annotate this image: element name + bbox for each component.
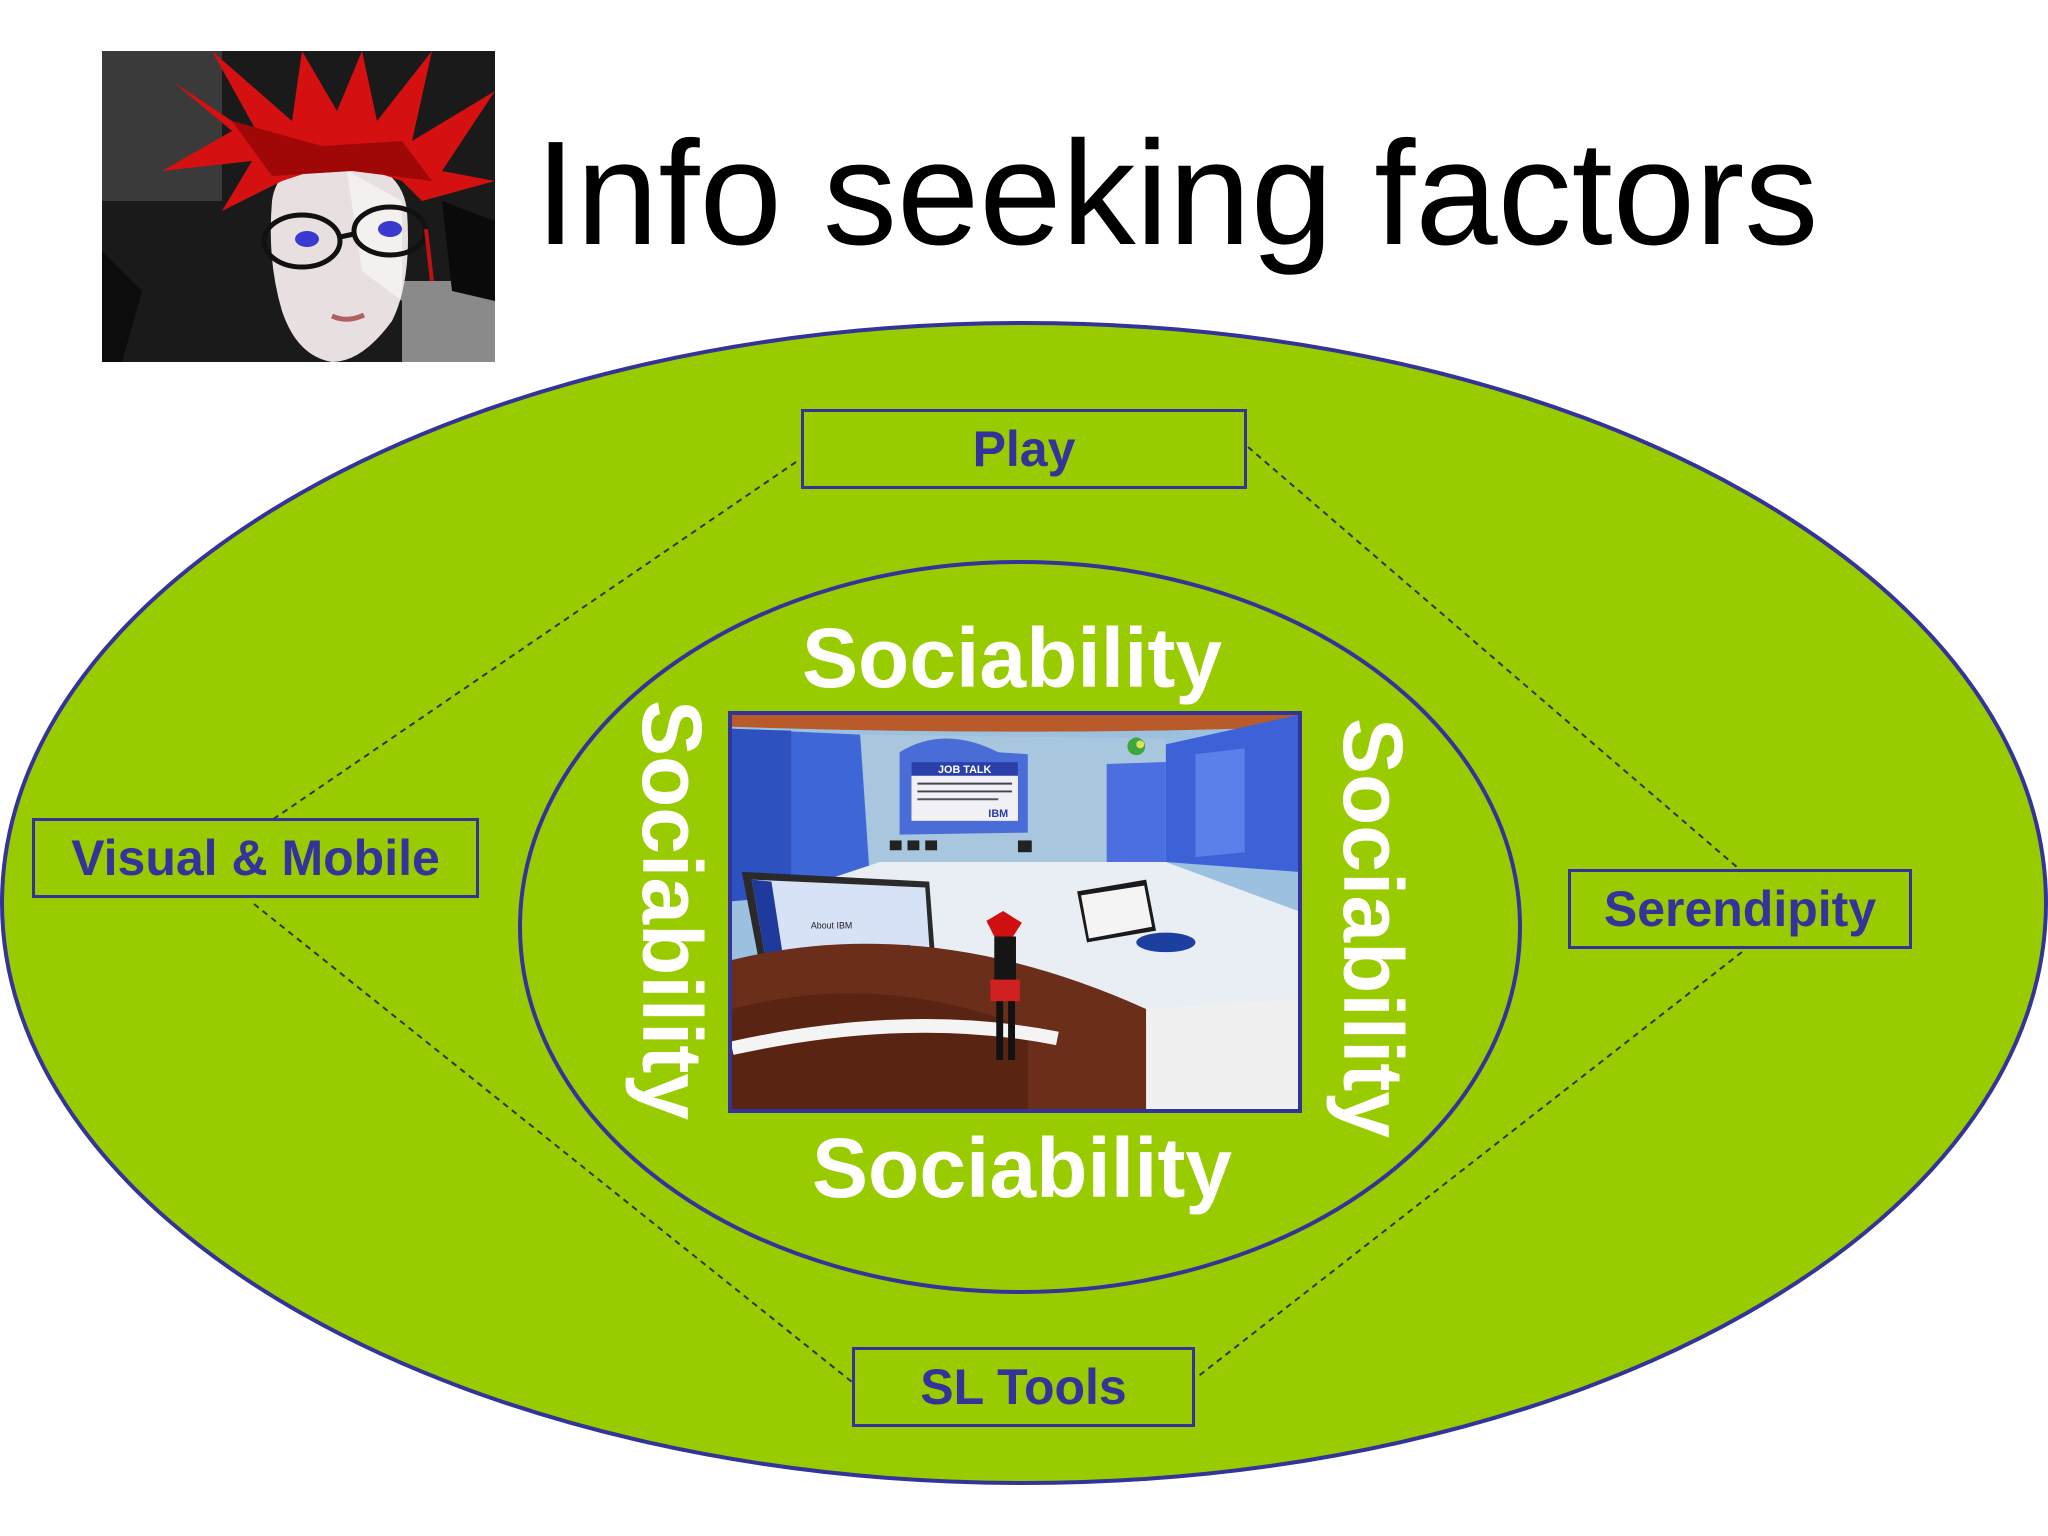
sociability-right: Sociability — [1326, 717, 1420, 1139]
factor-sl-tools-label: SL Tools — [920, 1359, 1127, 1415]
sociability-bottom: Sociability — [812, 1121, 1233, 1215]
factor-visual-mobile-label: Visual & Mobile — [71, 830, 440, 886]
virtual-world-scene-icon: JOB TALK IBM About IBM — [728, 711, 1302, 1113]
factor-play-box: Play — [801, 409, 1247, 489]
factor-visual-mobile-box: Visual & Mobile — [32, 818, 479, 898]
sociability-left: Sociability — [625, 699, 719, 1121]
factor-serendipity-label: Serendipity — [1603, 881, 1877, 937]
factor-sl-tools-box: SL Tools — [852, 1347, 1195, 1427]
avatar-portrait-icon — [102, 51, 495, 362]
about-ibm-panel: About IBM — [811, 921, 852, 931]
diamond-connectors — [253, 446, 1743, 1383]
connector-serendipity-tools — [1195, 951, 1743, 1379]
ibm-board-logo: IBM — [988, 808, 1008, 820]
factor-play-label: Play — [972, 421, 1076, 477]
connector-play-visual — [271, 461, 797, 821]
factor-serendipity-box: Serendipity — [1568, 869, 1912, 949]
job-talk-sign: JOB TALK — [938, 764, 992, 776]
connector-play-serendipity — [1247, 446, 1739, 869]
sociability-top: Sociability — [802, 611, 1223, 705]
page-title: Info seeking factors — [535, 111, 1819, 276]
